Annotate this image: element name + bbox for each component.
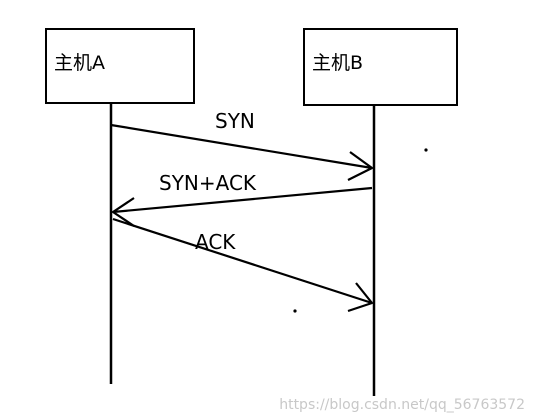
host-a-box: 主机A bbox=[45, 28, 195, 104]
arrow-syn bbox=[110, 123, 374, 181]
watermark-url: https://blog.csdn.net/qq_56763572 bbox=[279, 397, 525, 413]
host-a-label: 主机A bbox=[54, 52, 105, 74]
host-b-box: 主机B bbox=[303, 28, 458, 106]
stray-dot bbox=[424, 148, 428, 152]
stray-dot bbox=[293, 309, 297, 313]
syn-label: SYN bbox=[215, 109, 255, 133]
arrow-ack bbox=[112, 217, 374, 313]
arrow-syn-ack bbox=[111, 186, 373, 227]
syn-ack-label: SYN+ACK bbox=[159, 171, 257, 195]
host-b-label: 主机B bbox=[312, 52, 364, 74]
ack-label: ACK bbox=[195, 230, 236, 254]
